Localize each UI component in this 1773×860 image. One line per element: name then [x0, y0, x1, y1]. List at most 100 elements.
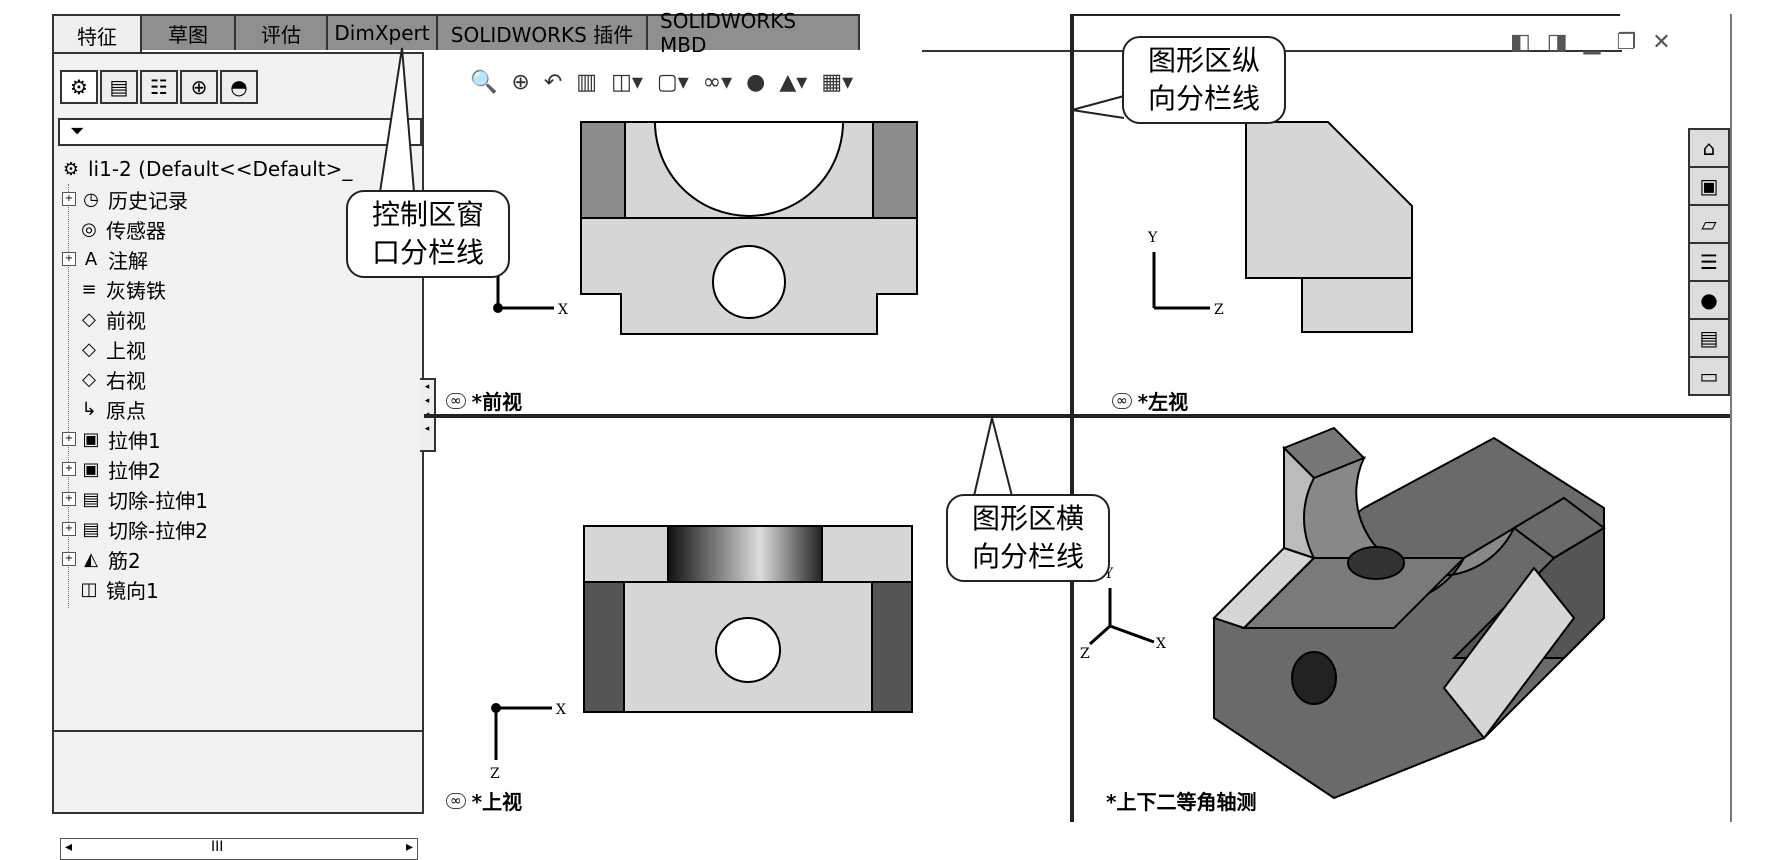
tree-connector [68, 184, 69, 608]
top-view-graphics: X Z [490, 525, 913, 782]
extrude-icon: ▣ [82, 428, 100, 450]
folder-icon[interactable]: ▱ [1688, 204, 1730, 244]
scroll-left-icon[interactable]: ◂ [65, 839, 73, 855]
link-view-icon-3[interactable]: ∞ [446, 792, 466, 809]
file-explorer-icon[interactable]: ☰ [1688, 242, 1730, 282]
tree-item[interactable]: ≡灰铸铁 [62, 274, 166, 304]
tree-item[interactable]: ◇右视 [62, 364, 146, 394]
display-style-icon[interactable]: ▢▾ [656, 70, 689, 95]
dimxpert-manager-icon[interactable]: ⊕ [180, 70, 218, 104]
feature-manager-panel: ⚙ ▤ ☷ ⊕ ◓ » ⏷ ⚙ li1-2 (Default<<Default>… [52, 52, 424, 860]
tree-item[interactable]: +▤切除-拉伸2 [62, 514, 208, 544]
left-axis-triad: Y Z [1147, 230, 1224, 318]
tree-item[interactable]: ◫镜向1 [62, 574, 158, 604]
expand-icon[interactable]: + [62, 432, 76, 446]
close-icon[interactable]: ✕ [1652, 30, 1671, 55]
tree-item[interactable]: ◎传感器 [62, 214, 166, 244]
appearances-icon[interactable]: ● [1688, 280, 1730, 320]
scroll-thumb[interactable]: III [211, 839, 224, 855]
forum-icon[interactable]: ▭ [1688, 356, 1730, 396]
top-axis-triad: X Z [490, 702, 566, 782]
previous-view-icon[interactable]: ↶ [543, 70, 563, 95]
graphics-top-border [1070, 14, 1620, 16]
iso-top-hole [1347, 546, 1405, 580]
tab-evaluate[interactable]: 评估 [234, 14, 328, 50]
annotation-icon: A [84, 248, 98, 270]
graphics-horizontal-split[interactable] [424, 414, 1730, 418]
sensor-icon: ◎ [81, 218, 97, 240]
configuration-manager-icon[interactable]: ☷ [140, 70, 178, 104]
tree-item-label: 切除-拉伸1 [108, 488, 208, 513]
command-manager-tabs: 特征 草图 评估 DimXpert SOLIDWORKS 插件 SOLIDWOR… [52, 9, 860, 57]
tree-item[interactable]: +▣拉伸2 [62, 454, 161, 484]
vertical-split-callout: 图形区纵 向分栏线 [1122, 36, 1286, 124]
top-cylinder-cutout [667, 525, 823, 583]
front-axis-x: X [558, 302, 568, 318]
expand-icon[interactable]: + [62, 492, 76, 506]
tab-sketch[interactable]: 草图 [140, 14, 236, 50]
tree-item[interactable]: + ▣ 拉伸1 [62, 424, 161, 454]
expand-icon[interactable]: + [62, 192, 76, 206]
feature-tree-icon[interactable]: ⚙ [60, 70, 98, 104]
tree-item[interactable]: ↳原点 [62, 394, 146, 424]
expand-icon[interactable]: + [62, 252, 76, 266]
hide-show-icon[interactable]: ∞▾ [702, 70, 733, 95]
section-view-icon[interactable]: ▥ [576, 70, 598, 95]
cut-extrude-icon: ▤ [82, 518, 100, 540]
tree-item[interactable]: + ▤ 切除-拉伸1 [62, 484, 208, 514]
property-manager-icon[interactable]: ▤ [100, 70, 138, 104]
tree-root[interactable]: ⚙ li1-2 (Default<<Default>_ [58, 154, 352, 184]
window-controls: ◧ ◨ ▁ ❐ ✕ [1510, 30, 1671, 55]
restore-icon[interactable]: ❐ [1616, 30, 1637, 55]
tree-item[interactable]: +◭筋2 [62, 544, 141, 574]
more-tabs-icon[interactable]: » [394, 74, 408, 99]
tree-item[interactable]: + A 注解 [62, 244, 148, 274]
material-icon: ≡ [81, 278, 97, 300]
tree-filter-field[interactable]: ⏷ [58, 118, 422, 146]
view-orientation-icon[interactable]: ◫▾ [611, 70, 643, 95]
tab-solidworks-mbd[interactable]: SOLIDWORKS MBD [646, 9, 860, 57]
rib-icon: ◭ [84, 548, 98, 570]
left-axis-y: Y [1147, 230, 1158, 246]
scroll-right-icon[interactable]: ▸ [405, 839, 413, 855]
iso-view-label: *上下二等角轴测 [1106, 790, 1257, 814]
tree-item-label: 拉伸2 [108, 458, 161, 483]
display-manager-icon[interactable]: ◓ [220, 70, 258, 104]
link-view-icon-2[interactable]: ∞ [1112, 392, 1132, 409]
resources-icon[interactable]: ▣ [1688, 166, 1730, 206]
edit-appearance-icon[interactable]: ● [746, 70, 766, 95]
link-view-icon[interactable]: ∞ [446, 392, 466, 409]
panel-horizontal-scrollbar[interactable]: ◂ III ▸ [60, 838, 418, 860]
graphics-vertical-split[interactable] [1070, 14, 1074, 822]
history-icon: ◷ [83, 188, 99, 210]
expand-icon[interactable]: + [62, 462, 76, 476]
tab-features[interactable]: 特征 [52, 14, 142, 54]
minimize-icon[interactable]: ▁ [1583, 30, 1601, 55]
left-view-graphics: Y Z [1147, 121, 1413, 333]
expand-icon[interactable]: + [62, 522, 76, 536]
view-settings-icon[interactable]: ▦▾ [821, 70, 854, 95]
zoom-to-fit-icon[interactable]: 🔍 [470, 70, 498, 95]
tile-left-icon[interactable]: ◧ [1510, 30, 1531, 55]
tree-item[interactable]: ◇上视 [62, 334, 146, 364]
tree-root-label: li1-2 (Default<<Default>_ [88, 157, 353, 181]
tree-item-label: 拉伸1 [108, 428, 161, 453]
top-right-rib [871, 581, 913, 713]
tree-item[interactable]: ◇前视 [62, 304, 146, 334]
home-icon[interactable]: ⌂ [1688, 128, 1730, 168]
tab-dimxpert[interactable]: DimXpert [326, 14, 438, 50]
zoom-area-icon[interactable]: ⊕ [511, 70, 530, 95]
left-base [1301, 277, 1413, 333]
origin-icon: ↳ [81, 398, 97, 420]
apply-scene-icon[interactable]: ▲▾ [779, 70, 808, 95]
tile-right-icon[interactable]: ◨ [1546, 30, 1568, 55]
top-axis-z: Z [490, 766, 500, 782]
cut-extrude-icon: ▤ [82, 488, 100, 510]
front-right-rib [872, 121, 918, 219]
expand-icon[interactable]: + [62, 552, 76, 566]
front-axis-triad: X [493, 258, 568, 318]
tab-solidworks-addins[interactable]: SOLIDWORKS 插件 [436, 14, 648, 50]
tree-item-label: 注解 [108, 248, 148, 273]
control-split-callout: 控制区窗 口分栏线 [346, 190, 510, 278]
tree-item[interactable]: +◷历史记录 [62, 184, 188, 214]
